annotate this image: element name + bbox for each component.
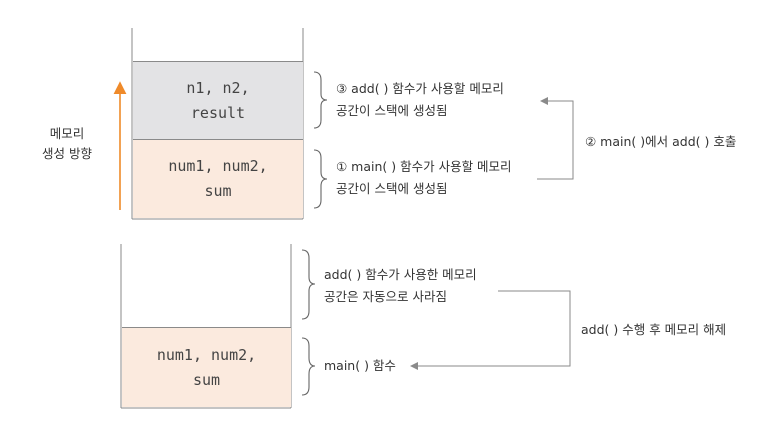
call-connector (537, 97, 574, 180)
main-frame-top: num1, num2, sum (133, 140, 303, 218)
growth-label: 메모리 생성 방향 (30, 124, 104, 164)
main-frame-top-line2: sum (204, 182, 232, 200)
release-connector (410, 290, 571, 370)
bottom-main-frame-line1: num1, num2, (156, 345, 257, 364)
top-stack: n1, n2, result num1, num2, sum (132, 61, 303, 219)
main-frame-top-line1: num1, num2, (168, 157, 268, 175)
note-release: add( ) 수행 후 메모리 해제 (581, 322, 727, 337)
top-stack-outline (131, 28, 304, 220)
brace-main-frame (313, 149, 328, 209)
add-frame-line2: result (190, 103, 246, 122)
add-frame: n1, n2, result (133, 61, 303, 140)
brace-released (301, 249, 316, 320)
note-add-released: add( ) 함수가 사용한 메모리 공간은 자동으로 사라짐 (324, 264, 477, 308)
note-add-released-line2: 공간은 자동으로 사라짐 (324, 289, 447, 304)
growth-label-line2: 생성 방향 (42, 146, 92, 161)
note-add-created-line1: ③ add( ) 함수가 사용할 메모리 (336, 81, 504, 96)
bottom-main-frame: num1, num2, sum (122, 327, 291, 407)
note-main-created: ① main( ) 함수가 사용할 메모리 공간이 스택에 생성됨 (336, 156, 512, 200)
add-frame-line1: n1, n2, (186, 78, 250, 97)
note-main-created-line2: 공간이 스택에 생성됨 (336, 181, 448, 196)
bottom-stack-outline (120, 244, 292, 409)
note-main-only: main( ) 함수 (324, 358, 396, 373)
bottom-main-frame-line2: sum (192, 370, 221, 389)
note-call: ② main( )에서 add( ) 호출 (585, 134, 737, 149)
note-add-created-line2: 공간이 스택에 생성됨 (336, 103, 448, 118)
note-add-released-line1: add( ) 함수가 사용한 메모리 (324, 267, 477, 282)
brace-add-frame (313, 71, 328, 129)
note-add-created: ③ add( ) 함수가 사용할 메모리 공간이 스택에 생성됨 (336, 78, 504, 122)
growth-label-line1: 메모리 (49, 126, 85, 141)
note-main-created-line1: ① main( ) 함수가 사용할 메모리 (336, 159, 512, 174)
brace-main-only (301, 337, 316, 396)
